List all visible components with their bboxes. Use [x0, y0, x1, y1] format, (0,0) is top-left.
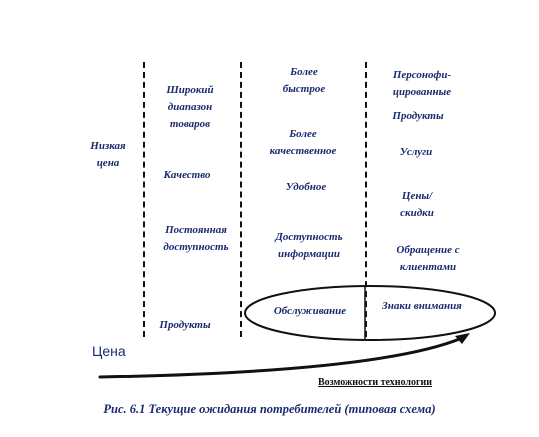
divider-1: [143, 62, 145, 337]
label-products: Продукты: [159, 319, 211, 331]
price-axis-label: Цена: [92, 343, 126, 359]
label-prices-discounts: Цены/ скидки: [400, 190, 434, 219]
service-ellipse: [244, 285, 496, 341]
label-constant-availability: Постоянная доступность: [163, 224, 229, 253]
label-better-quality: Более качественное: [269, 128, 337, 157]
label-convenient: Удобное: [285, 181, 327, 193]
label-customer-treatment: Обращение с клиентами: [396, 244, 460, 273]
label-faster: Более быстрое: [282, 66, 326, 95]
label-quality: Качество: [163, 169, 211, 181]
technology-arrow: [98, 336, 464, 379]
divider-3: [365, 62, 367, 337]
label-attention-signs: Знаки внимания: [382, 300, 462, 312]
label-service: Обслуживание: [273, 305, 347, 317]
label-personalised: Персонофи- цированные: [392, 69, 452, 98]
label-personal-products: Продукты: [392, 110, 444, 122]
figure-caption: Рис. 6.1 Текущие ожидания потребителей (…: [103, 402, 436, 416]
label-low-price: Низкая цена: [90, 140, 126, 169]
label-services: Услуги: [399, 146, 433, 158]
divider-2: [240, 62, 242, 337]
arrow-head-icon: [455, 333, 470, 344]
technology-label: Возможности технологии: [318, 377, 433, 388]
label-wide-range: Широкий диапазон товаров: [166, 84, 214, 130]
label-info-availability: Доступность информации: [275, 231, 343, 260]
